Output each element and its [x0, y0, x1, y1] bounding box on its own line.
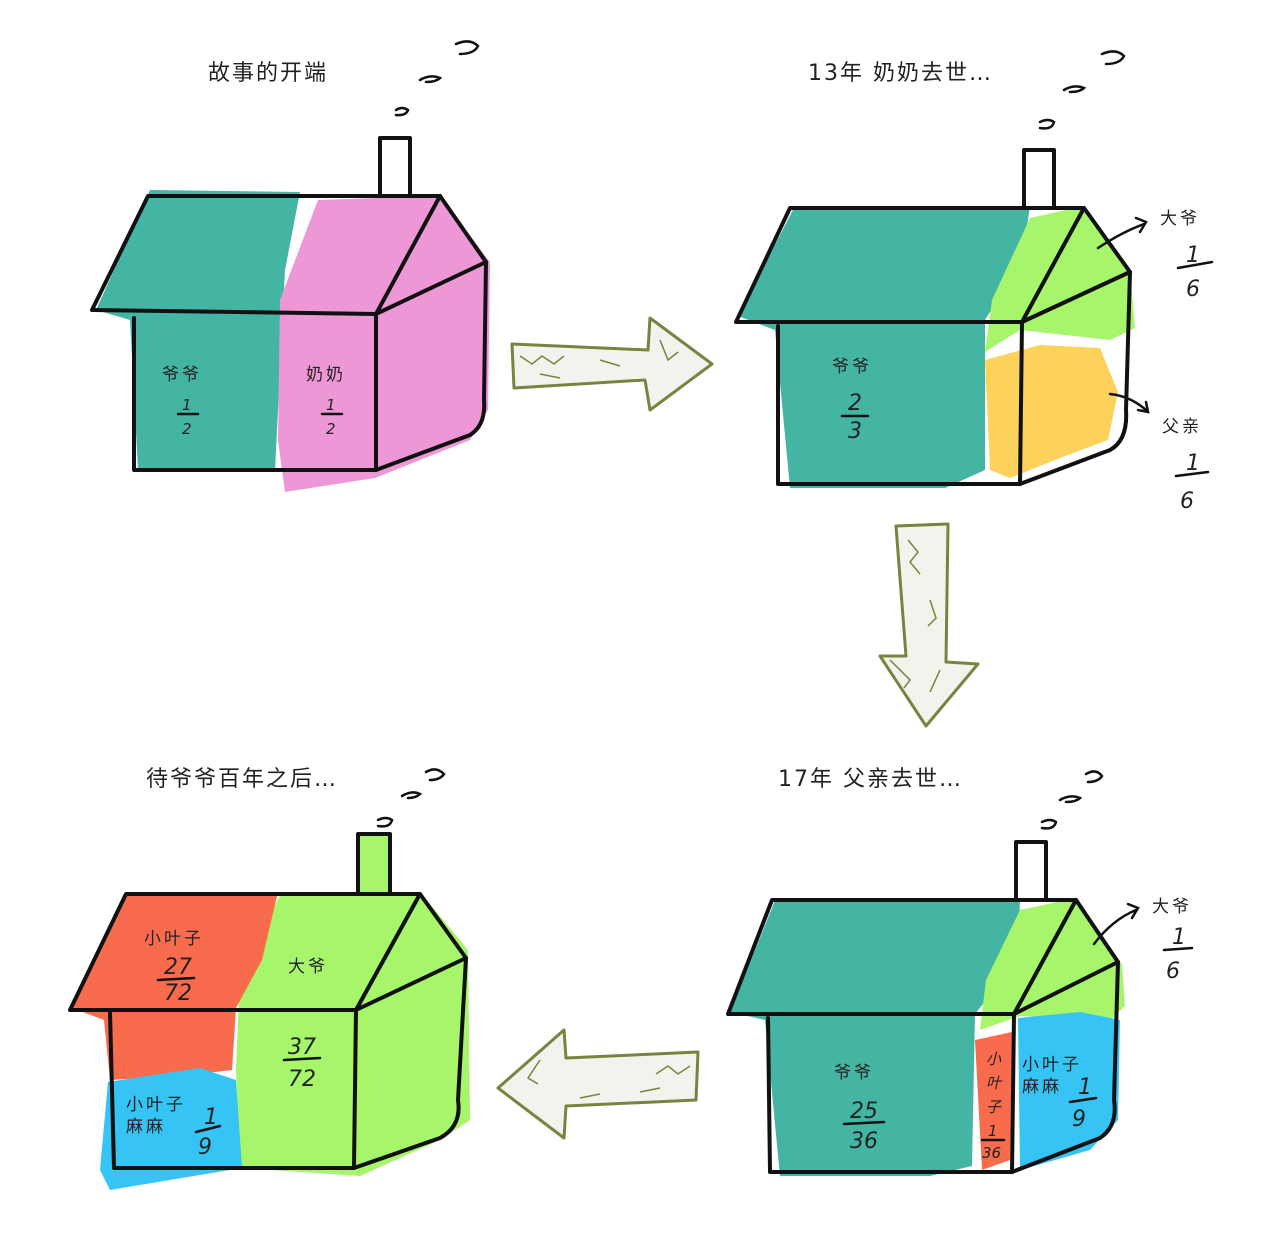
p1-grandma-den: 2	[326, 420, 336, 438]
uncle-share-fill	[980, 898, 1125, 1030]
grandpa-share-fill	[730, 898, 1020, 1176]
p3-grandpa-label: 爷爷	[834, 1063, 874, 1083]
p3-daughter-strip-label: 小 叶 子 1 36	[980, 1050, 1006, 1162]
house-2-outline	[734, 148, 1132, 486]
grandpa-share-fill	[96, 190, 300, 470]
arrow-right-icon	[510, 316, 714, 412]
p2-father-den: 6	[1180, 489, 1194, 514]
p4-daughter-num: 27	[164, 955, 192, 980]
p3-uncle-num: 1	[1172, 925, 1186, 950]
p2-grandpa-num: 2	[848, 391, 862, 416]
p2-grandpa-den: 3	[848, 419, 862, 444]
daughter-share-fill	[72, 892, 278, 1080]
chimney-icon	[378, 136, 412, 198]
p1-grandpa-num: 1	[182, 396, 192, 414]
p4-daughter-label: 小叶子	[144, 929, 204, 949]
house-4-outline	[68, 832, 468, 1170]
house-3-outline	[726, 840, 1120, 1174]
arrow-left-icon	[496, 1028, 700, 1140]
p2-uncle-num: 1	[1186, 243, 1200, 268]
smoke-icon	[1038, 50, 1126, 130]
p4-mother-num: 1	[204, 1105, 218, 1130]
p4-uncle-num: 37	[288, 1035, 316, 1060]
daughter-share-fill	[975, 1032, 1012, 1170]
p1-grandma-num: 1	[326, 396, 336, 414]
p3-grandpa-den: 36	[850, 1129, 878, 1154]
panel-3: 17年 父亲去世… 爷爷 25 36 小 叶 子 1 36 小叶子	[726, 767, 1194, 1176]
panel-1-title: 故事的开端	[208, 61, 328, 86]
mother-share-fill	[100, 1068, 242, 1190]
svg-text:小: 小	[986, 1050, 1002, 1068]
p4-uncle-label: 大爷	[288, 957, 328, 977]
p4-mother-label-2: 麻麻	[126, 1117, 166, 1137]
svg-text:叶: 叶	[986, 1074, 1003, 1092]
p4-daughter-den: 72	[164, 981, 192, 1006]
p3-mother-num: 1	[1078, 1075, 1092, 1100]
p2-father-num: 1	[1186, 451, 1200, 476]
panel-2: 13年 奶奶去世… 爷爷 2 3 大爷 1 6 父亲 1 6	[734, 50, 1214, 514]
chimney-icon	[1014, 840, 1048, 902]
p4-mother-label-1: 小叶子	[126, 1095, 186, 1115]
smoke-icon	[1040, 770, 1104, 830]
uncle-share-fill	[985, 206, 1135, 352]
p1-grandpa-label: 爷爷	[162, 365, 202, 385]
smoke-icon	[394, 40, 480, 117]
panel-4: 待爷爷百年之后… 小叶子 27 72 大爷 37 72 小叶子 麻麻 1 9	[68, 767, 470, 1190]
panel-3-title: 17年 父亲去世…	[778, 767, 963, 792]
grandma-share-fill	[278, 196, 490, 492]
p3-mother-label-2: 麻麻	[1022, 1077, 1062, 1097]
p3-daughter-den: 36	[982, 1144, 1001, 1162]
p2-uncle-den: 6	[1186, 277, 1200, 302]
uncle-share-fill	[236, 892, 470, 1176]
house-1-outline	[90, 136, 488, 472]
p3-mother-den: 9	[1072, 1107, 1086, 1132]
panel-1: 故事的开端 爷爷 1 2 奶奶 1 2	[90, 40, 490, 492]
chimney-icon	[1022, 148, 1056, 210]
p2-grandpa-label: 爷爷	[832, 357, 872, 377]
chimney-icon	[356, 832, 392, 896]
p3-mother-label-1: 小叶子	[1022, 1055, 1082, 1075]
svg-text:子: 子	[986, 1098, 1002, 1116]
smoke-icon	[376, 768, 446, 828]
panel-2-title: 13年 奶奶去世…	[808, 61, 993, 86]
chimney-fill	[358, 834, 392, 892]
father-share-fill	[985, 345, 1118, 478]
p3-uncle-den: 6	[1166, 959, 1180, 984]
grandpa-share-fill	[738, 206, 1030, 488]
mother-share-fill	[1018, 1012, 1120, 1170]
panel-4-title: 待爷爷百年之后…	[146, 767, 338, 792]
p4-mother-den: 9	[198, 1135, 212, 1160]
p1-grandpa-den: 2	[182, 420, 192, 438]
p3-grandpa-num: 25	[850, 1099, 878, 1124]
p3-daughter-num: 1	[988, 1122, 998, 1140]
p2-uncle-label: 大爷	[1160, 209, 1200, 229]
p3-uncle-label: 大爷	[1152, 897, 1192, 917]
p1-grandma-label: 奶奶	[306, 365, 346, 385]
p2-father-label: 父亲	[1162, 417, 1202, 437]
p4-uncle-den: 72	[288, 1067, 316, 1092]
arrow-down-icon	[878, 522, 980, 728]
